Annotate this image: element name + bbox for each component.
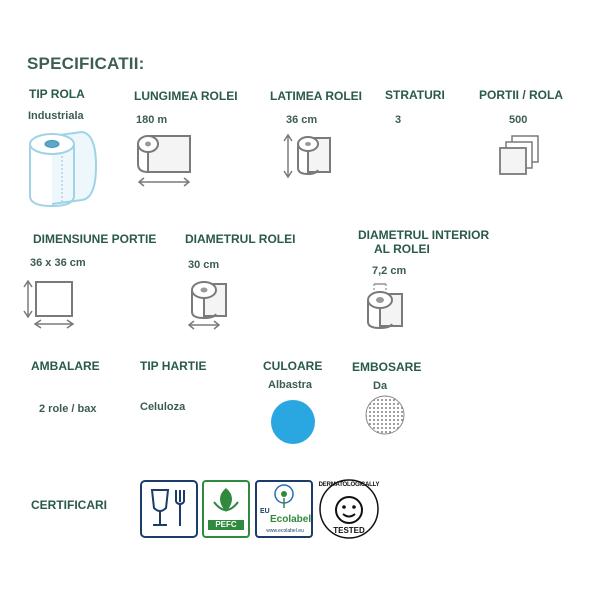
roll-length-icon: [134, 132, 196, 190]
tip-rola-label: TIP ROLA: [29, 87, 85, 101]
diametru-value: 30 cm: [188, 259, 220, 271]
ambalare-label: AMBALARE: [31, 359, 100, 373]
certificari-label: CERTIFICARI: [31, 498, 107, 512]
diametru-label: DIAMETRUL ROLEI: [185, 232, 296, 246]
color-swatch: [271, 400, 315, 444]
latime-label: LATIMEA ROLEI: [270, 89, 362, 103]
tip-hartie-value: Celuloza: [140, 401, 186, 413]
culoare-value: Albastra: [268, 379, 313, 391]
ecolabel-text: Ecolabel: [270, 514, 312, 525]
latime-value: 36 cm: [286, 114, 318, 126]
dimensiune-label: DIMENSIUNE PORTIE: [33, 232, 157, 246]
straturi-label: STRATURI: [385, 88, 445, 102]
lungime-value: 180 m: [136, 114, 168, 126]
tip-rola-value: Industriala: [28, 110, 84, 122]
face-icon: [335, 496, 363, 524]
flower-icon: [281, 491, 287, 497]
diametru-interior-label-line2: AL ROLEI: [374, 242, 430, 256]
pefc-badge: [202, 480, 250, 538]
page-title: SPECIFICATII:: [27, 54, 145, 73]
fork-icon: [175, 490, 185, 526]
embossing-pattern-icon: [364, 394, 406, 436]
diametru-interior-label: DIAMETRUL INTERIOR AL ROLEI: [358, 228, 502, 256]
inner-core-icon: [362, 278, 408, 332]
derma-bottom-text: TESTED: [333, 526, 365, 535]
ecolabel-badge: [255, 480, 313, 538]
food-contact-badge: [140, 480, 198, 538]
dimensiune-value: 36 x 36 cm: [30, 257, 86, 269]
ecolabel-url-text: www.ecolabel.eu: [266, 528, 304, 534]
tip-hartie-label: TIP HARTIE: [140, 359, 207, 373]
straturi-value: 3: [395, 114, 402, 126]
stacked-sheets-icon: [498, 134, 542, 176]
diametru-interior-label-line1: DIAMETRUL INTERIOR: [358, 228, 490, 242]
tree-icon: [220, 488, 232, 512]
embosare-value: Da: [373, 380, 388, 392]
diametru-interior-value: 7,2 cm: [372, 265, 407, 277]
culoare-label: CULOARE: [263, 359, 323, 373]
derma-top-text: DERMATOLOGICALLY: [318, 482, 380, 488]
roll-width-icon: [282, 130, 336, 182]
embosare-label: EMBOSARE: [352, 360, 422, 374]
portii-value: 500: [509, 114, 528, 126]
dermatologically-tested-badge: [318, 478, 380, 540]
ambalare-value: 2 role / bax: [39, 403, 97, 415]
lungime-label: LUNGIMEA ROLEI: [134, 89, 238, 103]
wine-glass-icon: [150, 489, 170, 512]
pefc-text: PEFC: [215, 520, 237, 529]
roll-diameter-icon: [184, 278, 232, 330]
sheet-size-icon: [22, 278, 78, 330]
portii-label: PORTII / ROLA: [479, 88, 563, 102]
industrial-roll-icon: [22, 126, 102, 210]
ecolabel-eu-text: EU: [260, 508, 270, 515]
